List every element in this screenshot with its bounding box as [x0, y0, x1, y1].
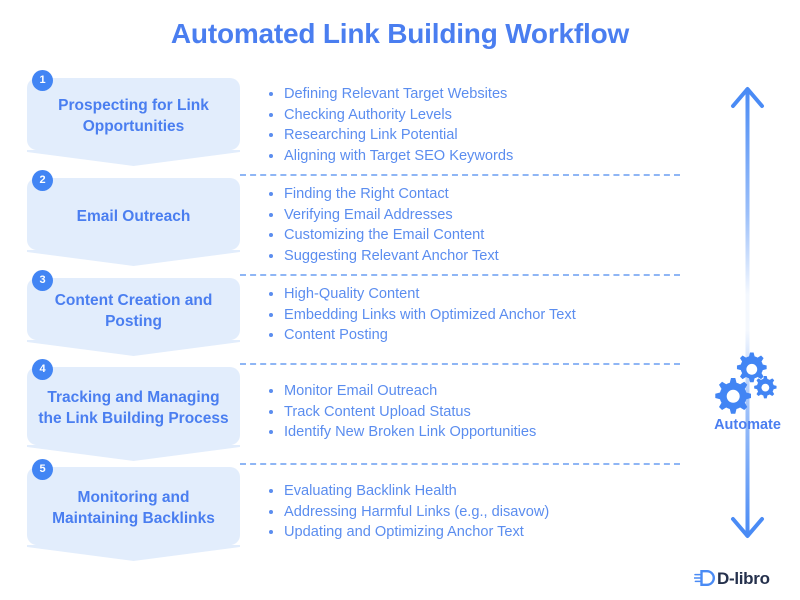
step-box-container: 2 Email Outreach — [27, 170, 240, 266]
step-heading: Monitoring and Maintaining Backlinks — [52, 489, 215, 527]
step-arrow-tail — [27, 250, 240, 266]
step-arrow-tail — [27, 150, 240, 166]
step-bullet-list: Finding the Right Contact Verifying Emai… — [240, 178, 690, 267]
workflow-step: 3 Content Creation and Posting High-Qual… — [0, 270, 690, 367]
list-item: Evaluating Backlink Health — [268, 481, 690, 502]
double-arrow-icon — [731, 87, 764, 538]
step-heading: Content Creation and Posting — [54, 292, 213, 330]
step-bullet-list: Evaluating Backlink Health Addressing Ha… — [240, 467, 690, 543]
list-item: Aligning with Target SEO Keywords — [268, 146, 690, 167]
list-item: Finding the Right Contact — [268, 184, 690, 205]
step-box-container: 3 Content Creation and Posting — [27, 270, 240, 356]
step-box-container: 4 Tracking and Managing the Link Buildin… — [27, 359, 240, 461]
step-box[interactable]: 2 Email Outreach — [27, 170, 240, 250]
list-item: Researching Link Potential — [268, 125, 690, 146]
step-arrow-tail — [27, 445, 240, 461]
step-arrow-tail — [27, 545, 240, 561]
workflow-step: 2 Email Outreach Finding the Right Conta… — [0, 170, 690, 278]
workflow-steps: 1 Prospecting for Link Opportunities Def… — [0, 70, 690, 567]
list-item: Checking Authority Levels — [268, 105, 690, 126]
page-title: Automated Link Building Workflow — [170, 18, 630, 49]
step-box[interactable]: 3 Content Creation and Posting — [27, 270, 240, 340]
step-heading: Tracking and Managing the Link Building … — [38, 389, 229, 427]
list-item: Updating and Optimizing Anchor Text — [268, 522, 690, 543]
logo[interactable]: D-libro — [694, 566, 770, 590]
step-bullet-list: Defining Relevant Target Websites Checki… — [240, 78, 690, 167]
automate-rail: Automate — [700, 80, 795, 545]
list-item: Content Posting — [268, 325, 690, 346]
gears-icon — [715, 352, 777, 414]
list-item: Monitor Email Outreach — [268, 381, 690, 402]
automate-label: Automate — [714, 417, 781, 433]
workflow-step: 4 Tracking and Managing the Link Buildin… — [0, 359, 690, 467]
step-number-badge: 3 — [32, 270, 53, 291]
step-divider — [240, 174, 680, 176]
step-bullet-list: High-Quality Content Embedding Links wit… — [240, 278, 690, 346]
step-box[interactable]: 4 Tracking and Managing the Link Buildin… — [27, 359, 240, 445]
step-box[interactable]: 1 Prospecting for Link Opportunities — [27, 70, 240, 150]
logo-text: D-libro — [717, 568, 770, 588]
list-item: Verifying Email Addresses — [268, 205, 690, 226]
list-item: Suggesting Relevant Anchor Text — [268, 246, 690, 267]
list-item: Addressing Harmful Links (e.g., disavow) — [268, 502, 690, 523]
list-item: High-Quality Content — [268, 284, 690, 305]
step-divider — [240, 274, 680, 276]
step-divider — [240, 463, 680, 465]
list-item: Embedding Links with Optimized Anchor Te… — [268, 305, 690, 326]
step-heading: Email Outreach — [76, 207, 191, 225]
step-box-container: 1 Prospecting for Link Opportunities — [27, 70, 240, 166]
step-bullet-list: Monitor Email Outreach Track Content Upl… — [240, 367, 690, 443]
list-item: Identify New Broken Link Opportunities — [268, 422, 690, 443]
step-divider — [240, 363, 680, 365]
list-item: Track Content Upload Status — [268, 402, 690, 423]
workflow-step: 5 Monitoring and Maintaining Backlinks E… — [0, 459, 690, 567]
workflow-step: 1 Prospecting for Link Opportunities Def… — [0, 70, 690, 178]
step-box[interactable]: 5 Monitoring and Maintaining Backlinks — [27, 459, 240, 545]
step-number-badge: 4 — [32, 359, 53, 380]
list-item: Customizing the Email Content — [268, 225, 690, 246]
list-item: Defining Relevant Target Websites — [268, 84, 690, 105]
step-arrow-tail — [27, 340, 240, 356]
step-number-badge: 5 — [32, 459, 53, 480]
step-number-badge: 2 — [32, 170, 53, 191]
step-box-container: 5 Monitoring and Maintaining Backlinks — [27, 459, 240, 561]
step-number-badge: 1 — [32, 70, 53, 91]
step-heading: Prospecting for Link Opportunities — [58, 97, 209, 135]
d-libro-mark-icon — [694, 570, 715, 586]
